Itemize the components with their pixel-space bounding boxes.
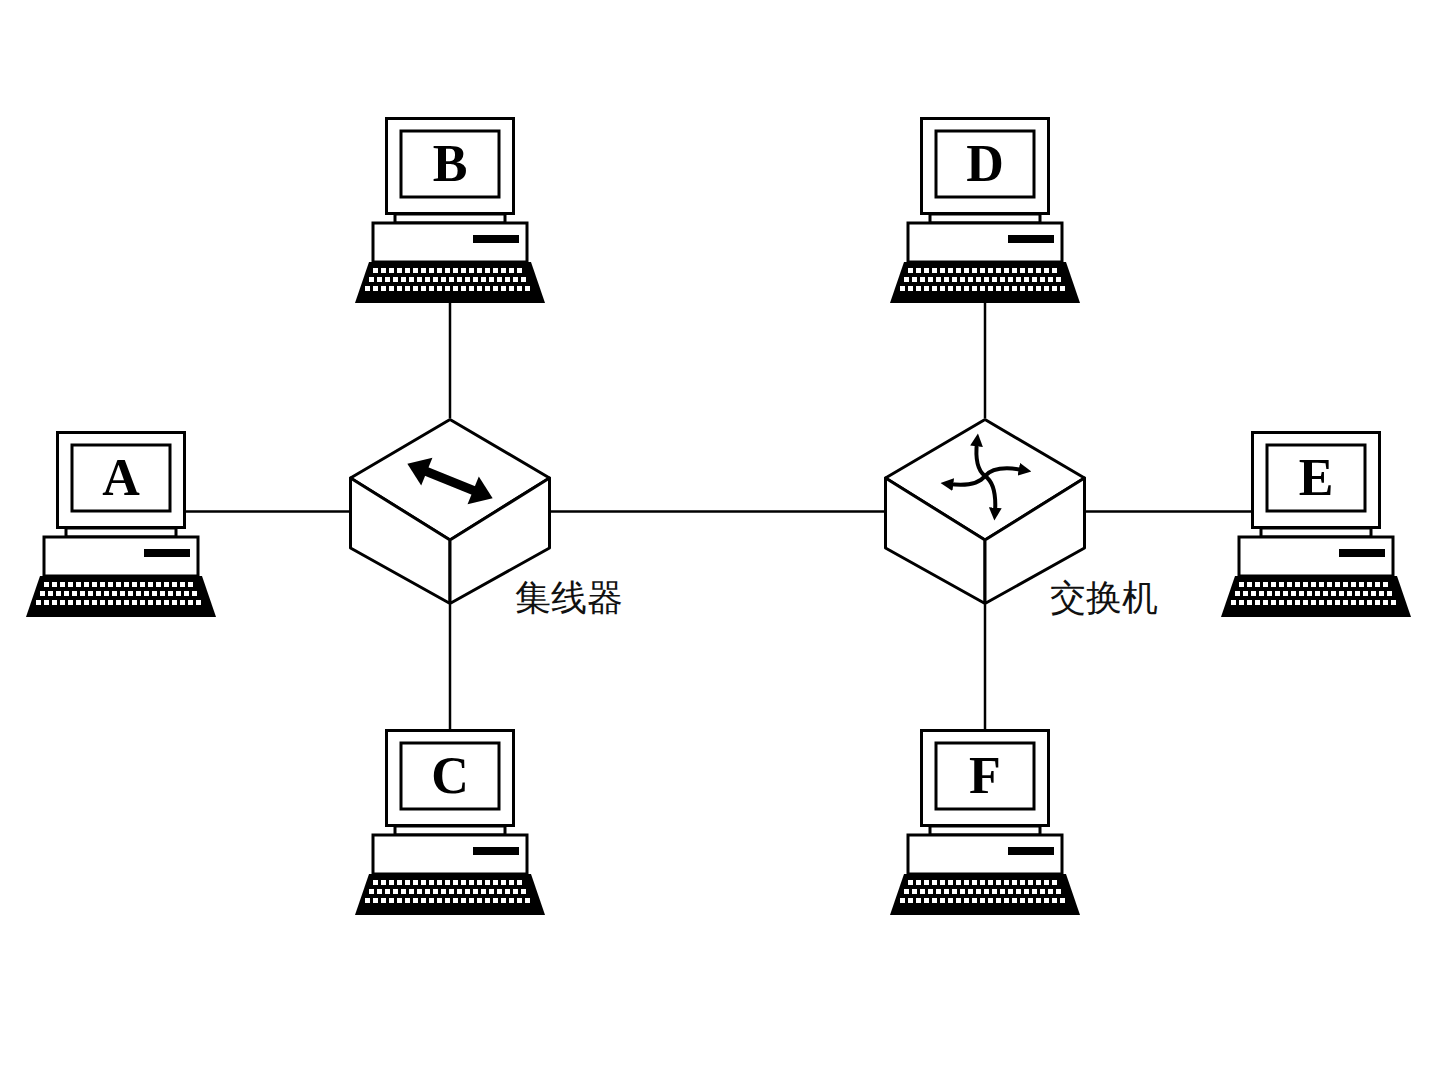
- network-cable: [449, 605, 452, 729]
- computer-node: C: [385, 729, 515, 915]
- computer-label: E: [1267, 445, 1365, 511]
- computer-node: D: [920, 117, 1050, 303]
- computer-label: F: [936, 743, 1034, 809]
- computer-label: D: [936, 131, 1034, 197]
- computer-node: B: [385, 117, 515, 303]
- network-cable: [551, 510, 884, 513]
- network-cable: [984, 605, 987, 729]
- device-label: 交换机: [1050, 580, 1158, 616]
- switch-node: 交换机: [884, 418, 1086, 605]
- network-cable: [449, 303, 452, 418]
- switch-cube: [884, 418, 1086, 605]
- network-cable: [1086, 510, 1251, 513]
- computer-node: A: [56, 431, 186, 617]
- hub-cube: [349, 418, 551, 605]
- computer-node: E: [1251, 431, 1381, 617]
- device-label: 集线器: [515, 580, 623, 616]
- computer-label: C: [401, 743, 499, 809]
- hub-node: 集线器: [349, 418, 551, 605]
- computer-label: B: [401, 131, 499, 197]
- computer-label: A: [72, 445, 170, 511]
- computer-node: F: [920, 729, 1050, 915]
- network-cable: [186, 510, 349, 513]
- network-cable: [984, 303, 987, 418]
